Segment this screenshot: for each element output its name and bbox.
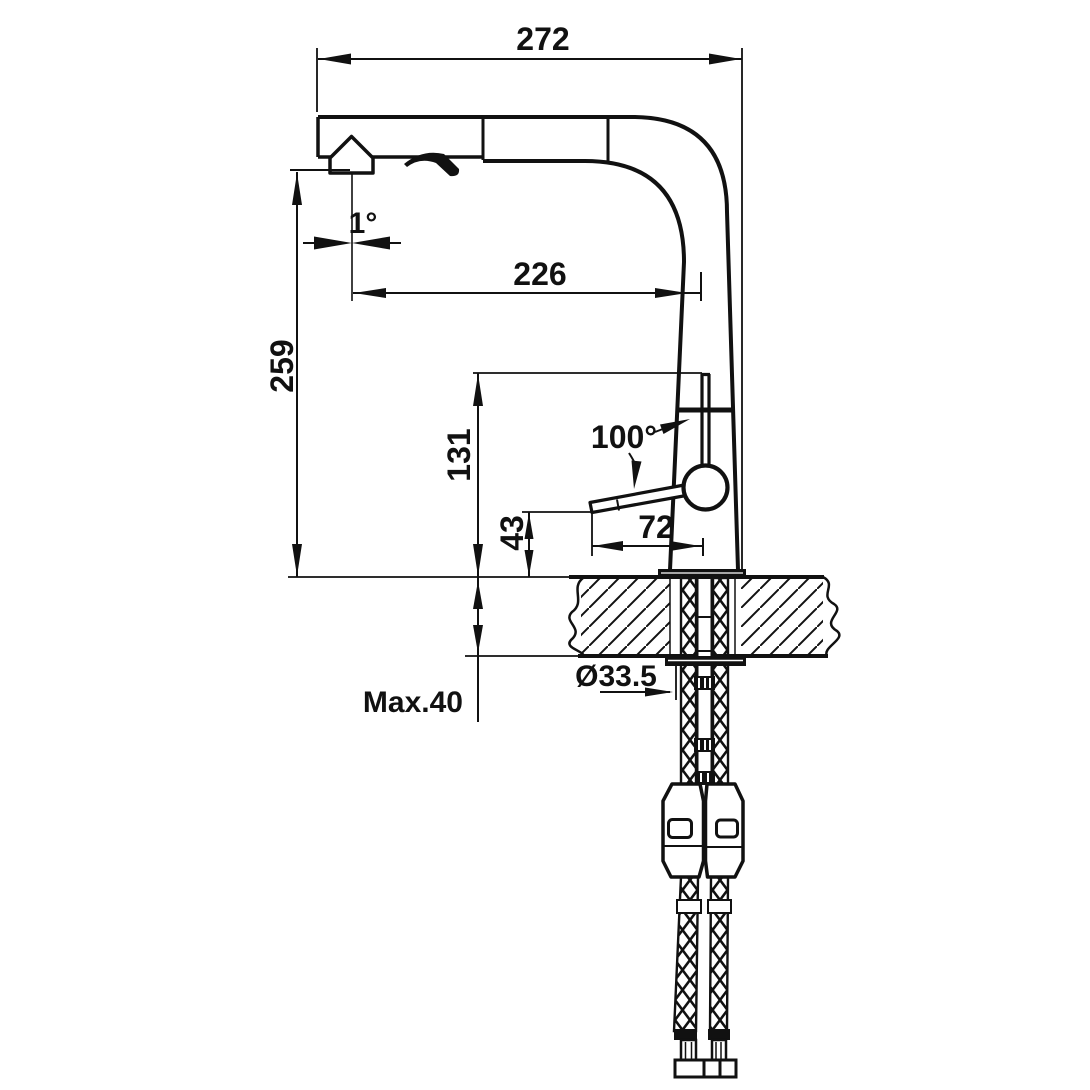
- tube-coupler-lower: [695, 771, 715, 784]
- threaded-rod-left: [679, 576, 698, 786]
- faucet-body: [316, 115, 746, 578]
- mounting-washer: [665, 656, 746, 666]
- dim-72-arrow-right: [670, 541, 700, 551]
- dim-131-arrow-bottom: [473, 544, 483, 576]
- hose-coupling-left: [676, 899, 702, 914]
- dim-226: 226: [353, 256, 702, 301]
- dim-43: 43: [494, 511, 592, 577]
- dim-max40-arrow-bottom: [473, 625, 483, 653]
- dim-226-arrow-left: [354, 288, 386, 298]
- angle-1deg: 1°: [290, 169, 401, 301]
- handle-rod: [700, 372, 711, 468]
- aerator-tip: [328, 134, 375, 175]
- nut-mid-lines: [663, 845, 743, 848]
- dim-131-label: 131: [441, 428, 477, 481]
- dim-226-arrow-right: [655, 288, 687, 298]
- dim-72-label: 72: [638, 509, 674, 545]
- angle-1-label: 1°: [349, 207, 378, 240]
- body-fill: [318, 117, 738, 570]
- angle-100deg: 100°: [591, 419, 690, 489]
- coupler-ribs-2: [698, 740, 711, 750]
- dim-max40: Max.40: [363, 577, 483, 722]
- countertop-break-edge-left: [568, 577, 586, 657]
- dim-hole-diameter: Ø33.5: [575, 660, 677, 700]
- dim-272-label: 272: [516, 21, 569, 57]
- dim-272-extension-lines: [316, 48, 743, 570]
- handle-ball-joint: [681, 463, 730, 512]
- countertop-hatch-right: [741, 579, 823, 655]
- dim-72-arrow-left: [593, 541, 623, 551]
- countertop-hatch-left: [581, 579, 670, 655]
- spout-outer-edge: [318, 115, 740, 571]
- dim-hole-label: Ø33.5: [575, 660, 657, 693]
- tube-joint-lines: [697, 616, 712, 652]
- mounting-hole-edges: [669, 579, 736, 655]
- angle-1-arrow-left: [314, 236, 352, 250]
- dim-43-label: 43: [494, 515, 530, 551]
- dim-43-arrow-bottom: [524, 550, 534, 576]
- angle-100-arrow-upper: [660, 419, 690, 434]
- angle-100-arrow-lower: [631, 460, 642, 489]
- dim-72: 72: [591, 509, 704, 556]
- dim-259-arrow-top: [292, 173, 302, 205]
- coupler-ribs-1: [698, 678, 711, 688]
- end-block-mid: [702, 1058, 722, 1079]
- dim-max40-arrow-top: [473, 581, 483, 609]
- angle-1-arrow-right: [352, 236, 390, 250]
- dim-43-arrow-top: [524, 513, 534, 539]
- dim-272: 272: [316, 21, 743, 570]
- dim-131: 131: [441, 372, 702, 577]
- fitting-neck-right: [710, 1038, 728, 1063]
- coupler-ribs-3: [700, 773, 709, 782]
- dim-272-arrow-left: [319, 53, 351, 65]
- end-block-left: [673, 1058, 706, 1079]
- crimp-band-right: [708, 1029, 730, 1040]
- dim-hole-arrow: [645, 687, 673, 697]
- angle-100-label: 100°: [591, 419, 657, 455]
- lever-tip-joint: [616, 499, 620, 511]
- dim-226-label: 226: [513, 256, 566, 292]
- hose-coupling-right: [707, 899, 732, 914]
- dim-max40-label: Max.40: [363, 686, 463, 719]
- connector-nuts: [661, 782, 745, 879]
- hose-end-fittings: [673, 1029, 738, 1079]
- dim-272-arrow-right: [709, 53, 741, 65]
- dim-259: 259: [264, 172, 302, 577]
- nut-window-right: [715, 818, 739, 839]
- spout-inner-edge: [483, 159, 687, 571]
- dim-259-label: 259: [264, 339, 300, 392]
- crimp-band-left: [674, 1029, 697, 1040]
- spray-head-clip: [404, 152, 460, 177]
- handle-assembly: [588, 372, 732, 515]
- countertop-break-edge-right: [822, 575, 841, 657]
- countertop-section: [288, 575, 841, 658]
- nut-window-left: [667, 818, 693, 839]
- neck-ribs-right: [715, 1042, 722, 1059]
- threaded-rod-right: [711, 576, 730, 786]
- dim-131-arrow-top: [473, 374, 483, 406]
- fitting-neck-left: [679, 1038, 698, 1063]
- dim-259-arrow-bottom: [292, 544, 302, 576]
- neck-ribs-left: [684, 1042, 693, 1059]
- end-block-right: [718, 1058, 738, 1079]
- supply-hoses: [672, 875, 732, 1033]
- threaded-shank: [679, 576, 730, 786]
